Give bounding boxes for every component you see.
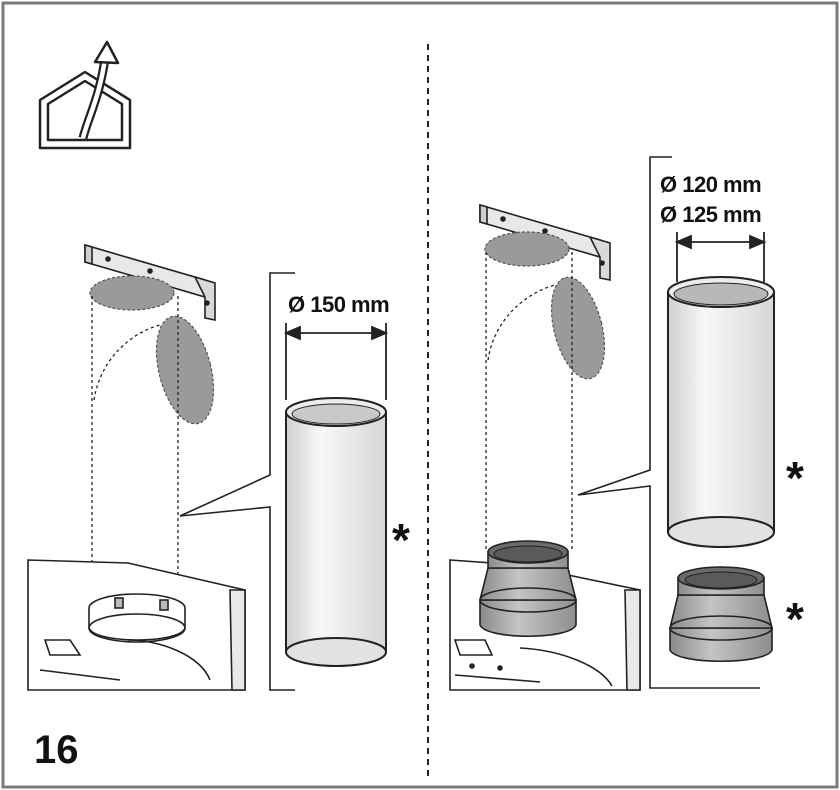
right-reducer-asterisk: *: [786, 593, 804, 645]
right-duct-diameter-2-label: Ø 125 mm: [660, 202, 762, 227]
right-wall-bracket: [479, 203, 611, 281]
right-duct-120-125: [667, 276, 775, 548]
right-loose-reducer: [668, 566, 774, 663]
left-wall-bracket: [84, 243, 216, 321]
right-ceiling-outlet: [484, 231, 570, 267]
right-dimension-arrow: [674, 232, 767, 282]
right-duct-diameter-1-label: Ø 120 mm: [660, 172, 762, 197]
left-dimension-arrow: [283, 323, 389, 400]
left-duct-diameter-label: Ø 150 mm: [288, 292, 390, 317]
right-mounted-reducer: [478, 540, 578, 637]
left-duct-asterisk: *: [392, 514, 410, 566]
right-wall-outlet: [550, 276, 606, 380]
figure-number: 16: [34, 728, 79, 772]
house-exhaust-icon: [38, 40, 132, 150]
right-duct-asterisk: *: [786, 452, 804, 504]
left-ceiling-outlet: [89, 275, 175, 311]
left-wall-outlet: [155, 315, 215, 425]
left-duct-150: [285, 397, 387, 667]
left-hood-top: [27, 559, 246, 691]
left-callout: [179, 272, 295, 691]
right-callout: [577, 156, 760, 689]
right-projection-lines: [485, 252, 573, 550]
